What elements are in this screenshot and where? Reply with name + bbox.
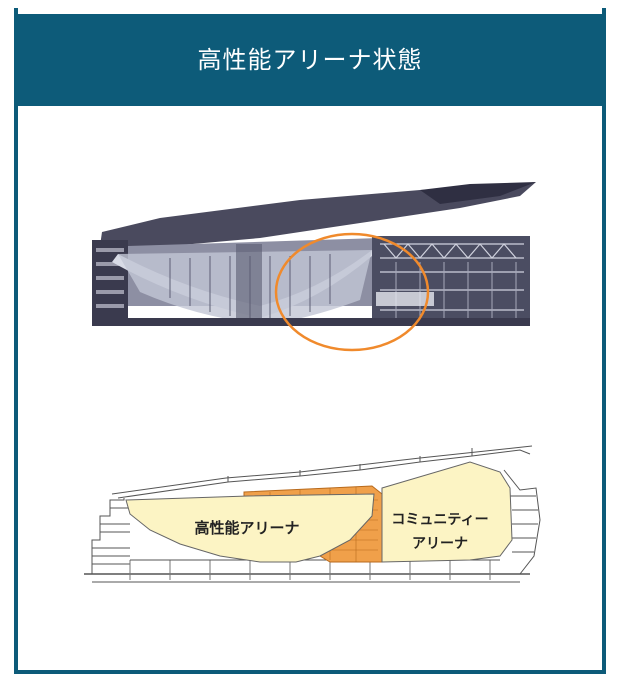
page-title: 高性能アリーナ状態 — [197, 45, 423, 74]
lower-section-diagram — [84, 445, 541, 583]
upper-section-rendering — [92, 182, 536, 326]
header-bar: 高性能アリーナ状態 — [14, 14, 606, 106]
arena-zone — [125, 493, 375, 563]
community-label-line2: アリーナ — [412, 536, 468, 552]
community-zone — [381, 461, 513, 563]
arena-label: 高性能アリーナ — [194, 519, 299, 537]
community-label-line1: コミュニティー — [391, 512, 488, 528]
highlight-circle — [274, 232, 430, 352]
